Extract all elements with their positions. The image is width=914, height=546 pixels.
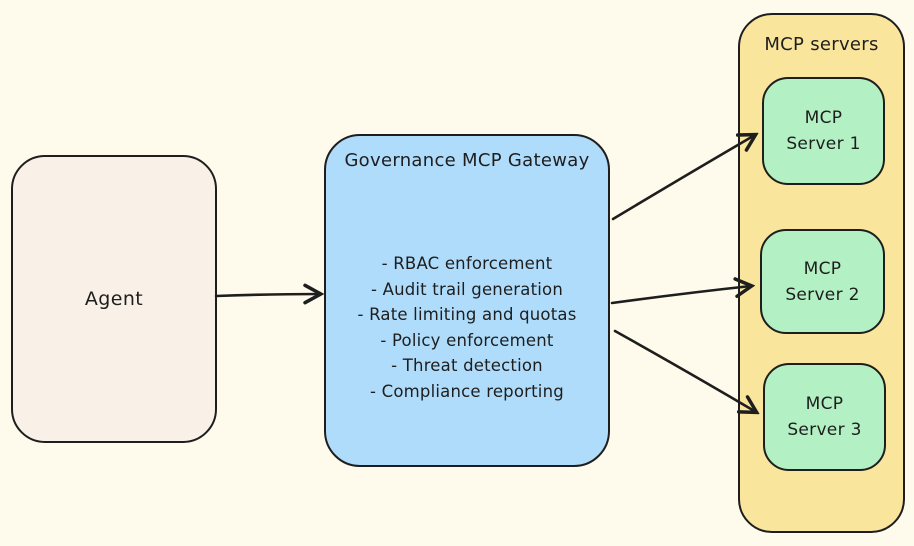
agent-label: Agent (84, 288, 144, 310)
agent-node: Agent (11, 155, 217, 443)
mcp-servers-group-title: MCP servers (764, 34, 879, 55)
mcp-server-1-node: MCP Server 1 (762, 77, 885, 185)
mcp-server-3-label: MCP Server 3 (787, 394, 862, 440)
gateway-feature-item: - Policy enforcement (380, 330, 554, 350)
gateway-feature-item: - Compliance reporting (370, 381, 564, 401)
arrow-agent-to-gateway-icon (214, 294, 320, 296)
arrow-gateway-to-server-1-icon (611, 135, 755, 221)
gateway-feature-item: - Threat detection (391, 356, 543, 375)
mcp-server-1-label: MCP Server 1 (786, 108, 861, 154)
arrow-gateway-to-server-2-icon (610, 286, 751, 305)
gateway-feature-item: - Audit trail generation (370, 279, 564, 299)
mcp-server-2-label: MCP Server 2 (785, 258, 860, 305)
mcp-server-3-node: MCP Server 3 (763, 363, 886, 471)
gateway-feature-item: - RBAC enforcement (381, 254, 553, 273)
mcp-server-2-node: MCP Server 2 (760, 229, 885, 334)
gateway-node: Governance MCP Gateway - RBAC enforcemen… (324, 134, 610, 467)
gateway-feature-item: - Rate limiting and quotas (357, 305, 577, 324)
gateway-title: Governance MCP Gateway (344, 150, 590, 171)
mcp-servers-group: MCP servers MCP Server 1 MCP Server 2 MC… (738, 13, 905, 533)
arrow-gateway-to-server-3-icon (613, 329, 756, 412)
gateway-feature-list: - RBAC enforcement - Audit trail generat… (326, 251, 608, 404)
